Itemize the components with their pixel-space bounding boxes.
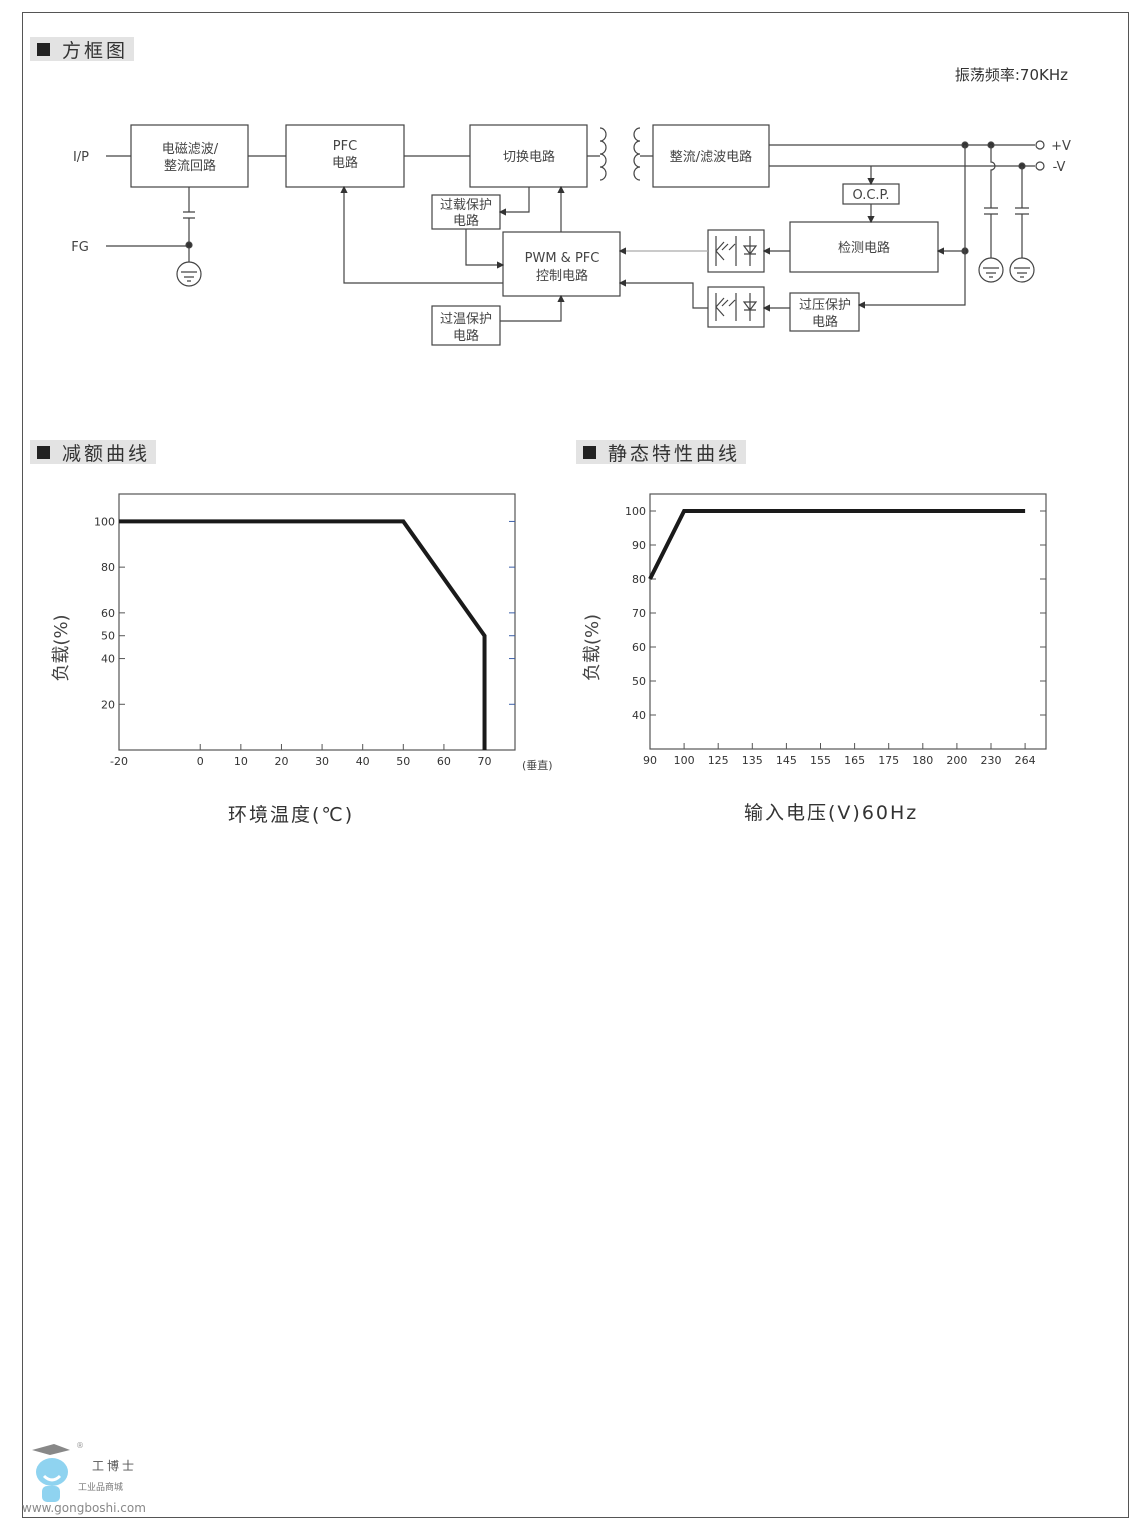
ip-label: I/P [73, 150, 89, 165]
fg-label: FG [71, 240, 89, 255]
page-border [22, 12, 1129, 1518]
x-tick-label: 50 [396, 755, 410, 768]
transformer-icon [599, 127, 641, 181]
svg-text:www.gongboshi.com: www.gongboshi.com [22, 1501, 146, 1515]
x-tick-label: 30 [315, 755, 329, 768]
square-bullet-icon [37, 445, 50, 459]
y-tick-label: 70 [632, 607, 646, 620]
svg-text:工业品商城: 工业品商城 [78, 1481, 123, 1493]
section-title: 减额曲线 [62, 442, 151, 465]
x-tick-label: 155 [810, 754, 831, 767]
charts: 20 40 50 60 80 100 -20 0 10 20 30 40 50 60 70 负载(%) (垂直)… [51, 493, 1047, 772]
section-title: 方框图 [62, 39, 129, 62]
pwm-label-1: PWM & PFC [525, 251, 600, 266]
x-tick-label: 10 [234, 755, 248, 768]
x-tick-label: 165 [844, 754, 865, 767]
y-tick-label: 80 [632, 573, 646, 586]
y-axis-label: 负载(%) [582, 614, 603, 681]
y-tick-label: 50 [101, 630, 115, 643]
derating-xlabel: 环境温度(℃) [228, 804, 355, 826]
ovp-label-2: 电路 [812, 314, 838, 330]
y-tick-label: 60 [101, 607, 115, 620]
y-tick-label: 40 [632, 709, 646, 722]
x-tick-label: 180 [912, 754, 933, 767]
x-tick-label: 0 [197, 755, 204, 768]
svg-text:®: ® [76, 1441, 84, 1450]
y-tick-label: 50 [632, 675, 646, 688]
detection-box [789, 221, 939, 273]
olp-label-2: 电路 [453, 213, 479, 229]
series-line-load [119, 519, 487, 750]
x-tick-label: 40 [356, 755, 370, 768]
overvoltage-protection-box [789, 292, 860, 332]
y-tick-label: 60 [632, 641, 646, 654]
block-diagram: I/P FG +V -V 电磁滤波/ 整流回路 PFC 电路 切换电路 整流/滤… [71, 124, 1071, 346]
positive-v-label: +V [1051, 139, 1071, 154]
x-tick-label: 230 [981, 754, 1002, 767]
olp-label-1: 过载保护 [440, 198, 492, 213]
y-tick-label: 40 [101, 653, 115, 666]
emi-label-2: 整流回路 [164, 158, 216, 174]
optocoupler-icon [715, 236, 758, 321]
detect-label: 检测电路 [838, 240, 890, 256]
x-tick-label: -20 [110, 755, 128, 768]
ocp-label: O.C.P. [853, 188, 890, 203]
ground-icon [176, 261, 202, 287]
negative-v-label: -V [1053, 160, 1066, 175]
pwm-label-2: 控制电路 [536, 268, 588, 284]
square-bullet-icon [37, 42, 50, 56]
y-tick-label: 100 [625, 505, 646, 518]
x-tick-label: 20 [274, 755, 288, 768]
x-tick-label: 175 [878, 754, 899, 767]
ovp-label-1: 过压保护 [799, 298, 851, 313]
x-tick-label: 200 [946, 754, 967, 767]
x-tick-label: 70 [478, 755, 492, 768]
x-tick-label: 90 [643, 754, 657, 767]
chart-frame [118, 493, 516, 751]
y-tick-label: 20 [101, 698, 115, 711]
overtemp-protection-box [431, 305, 501, 346]
series-line-load [648, 509, 1026, 580]
section-header-block-diagram: 方框图 [30, 37, 135, 62]
section-title: 静态特性曲线 [608, 442, 741, 465]
negative-terminal [1035, 161, 1045, 171]
gongboshi-logo: ® 工博士 工业品商城 www.gongboshi.com [14, 1438, 154, 1518]
chart-frame [649, 493, 1047, 750]
pfc-label-1: PFC [333, 139, 357, 154]
otp-label-1: 过温保护 [440, 312, 492, 327]
x-tick-label: 135 [742, 754, 763, 767]
y-tick-label: 100 [94, 515, 115, 528]
ground-icon [978, 257, 1004, 283]
positive-terminal [1035, 140, 1045, 150]
y-tick-label: 90 [632, 539, 646, 552]
square-bullet-icon [583, 445, 596, 459]
svg-text:工博士: 工博士 [92, 1458, 137, 1473]
static-xlabel: 输入电压(V)60Hz [744, 802, 919, 824]
pfc-label-2: 电路 [332, 155, 358, 171]
rectifier-label: 整流/滤波电路 [670, 149, 752, 165]
x-tick-label: 60 [437, 755, 451, 768]
y-axis-label: 负载(%) [51, 614, 72, 681]
x-tick-label: 125 [708, 754, 729, 767]
x-tick-label: 100 [674, 754, 695, 767]
switch-label: 切换电路 [503, 149, 555, 165]
mascot-icon: ® 工博士 工业品商城 www.gongboshi.com [22, 1441, 146, 1515]
ground-icon [1009, 257, 1035, 283]
section-header-static: 静态特性曲线 [576, 440, 747, 465]
x-tick-label: 264 [1015, 754, 1036, 767]
emi-label-1: 电磁滤波/ [162, 142, 219, 157]
x-tick-label: 145 [776, 754, 797, 767]
oscillation-frequency: 振荡频率:70KHz [954, 66, 1068, 84]
x-axis-note: (垂直) [522, 758, 553, 772]
y-tick-label: 80 [101, 561, 115, 574]
otp-label-2: 电路 [453, 328, 479, 344]
section-header-derating: 减额曲线 [30, 440, 157, 465]
